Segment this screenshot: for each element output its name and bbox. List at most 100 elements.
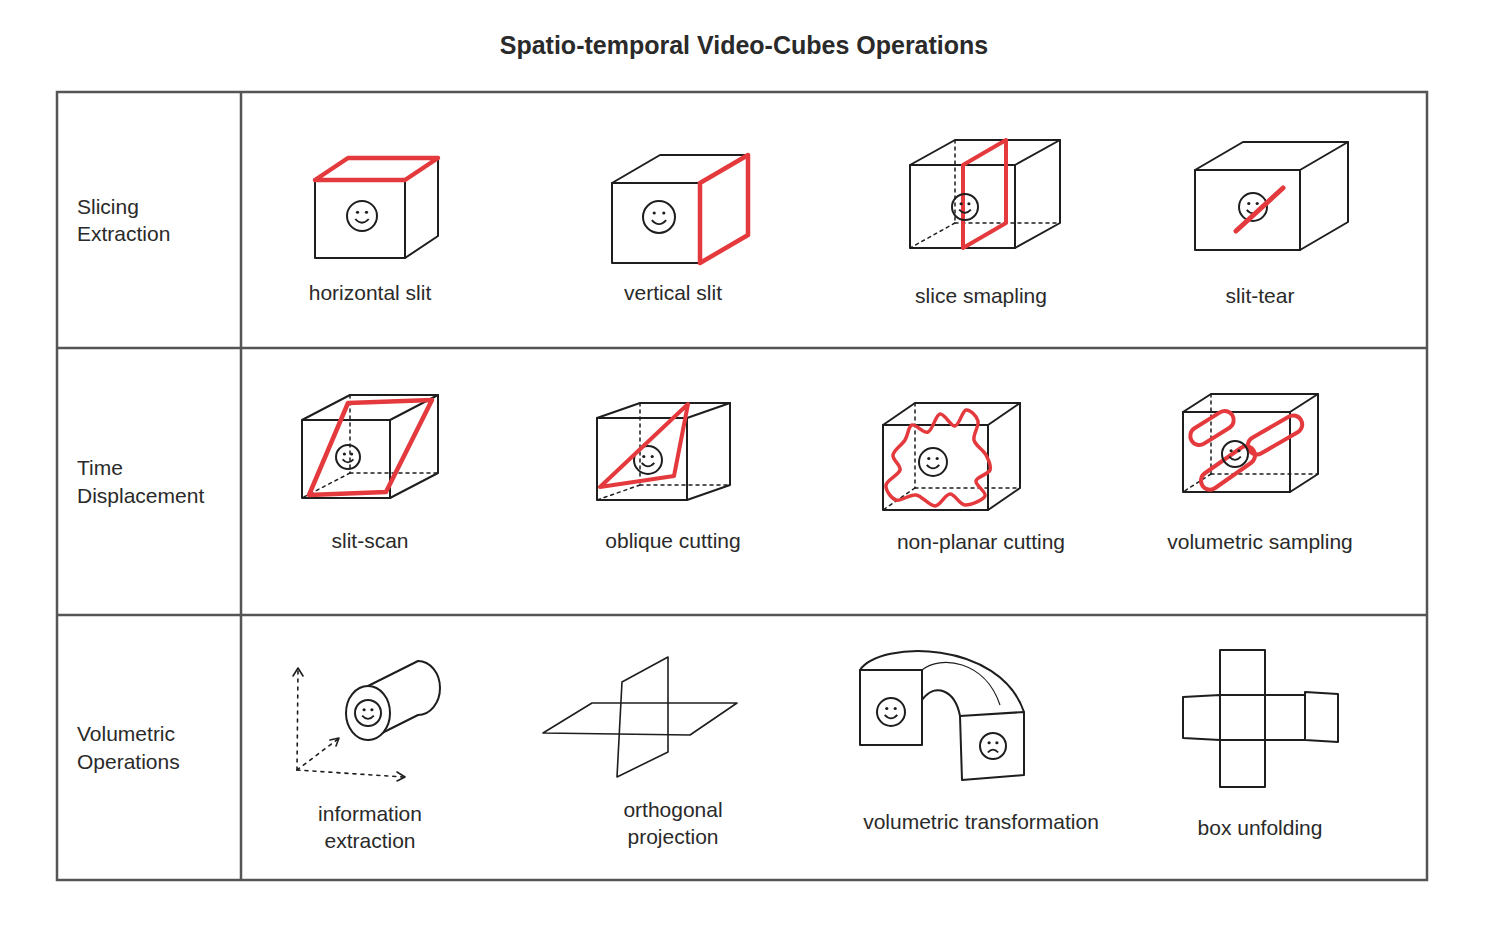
face-outline [355,700,381,726]
smiley-face [336,445,360,469]
operation-caption: information extraction [295,800,445,855]
bent-face [960,712,1024,780]
cube-edge [405,158,438,258]
axis-arrow [397,772,405,781]
operation-cell: volumetric transformation [834,615,1131,880]
cube-edge [315,180,405,258]
face-eye [936,457,939,460]
hidden-edge [915,487,1020,489]
face-mouth [355,219,369,223]
face-eye [653,211,656,214]
cylinder-end [346,686,390,740]
cube-edge [597,418,687,500]
video-cube [302,395,438,498]
operation-cell: volumetric sampling [1131,348,1428,615]
face-eye [365,211,368,214]
net-square [1265,695,1305,740]
smiley-face [919,448,947,476]
face-eye [1230,449,1233,452]
cylinder-edge [418,661,440,715]
operation-caption: slit-tear [1226,282,1295,309]
bent-edge [860,651,1024,712]
face-eye [363,708,366,711]
cube-edge [1195,142,1348,170]
hidden-edge [640,484,730,486]
hidden-edge [1210,394,1212,474]
face-mouth [1229,457,1241,460]
table-rule [57,347,1427,350]
operation-caption: slice smapling [915,282,1047,309]
axis-arrow [330,738,339,746]
red-slit [1236,188,1283,231]
face-eye [1256,202,1259,205]
face-eye [988,741,991,744]
video-cube [1195,142,1348,250]
red-slice [315,158,438,180]
face-eye [642,455,645,458]
face-outline [643,201,675,233]
row-header-cell: Slicing Extraction [57,92,241,348]
net-square [1220,650,1265,695]
volumetric-transformation-sketch [860,651,1024,780]
smiley-face [877,698,905,726]
face-outline [877,698,905,726]
video-cube [910,140,1060,248]
face-eye [885,707,888,710]
box-unfolding-sketch [1183,650,1338,787]
face-outline [952,194,978,220]
video-cube [315,158,438,258]
operation-caption: vertical slit [624,279,722,306]
face-eye [1237,449,1240,452]
orthogonal-projection-sketch [543,657,737,777]
face-eye [370,708,373,711]
cube-edge [1015,140,1060,248]
net-square [1305,692,1338,742]
row-header: Volumetric Operations [77,720,227,775]
cylinder-edge [368,661,418,686]
frown-face [980,733,1006,759]
face-outline [980,733,1006,759]
cube-edge [390,395,438,498]
axis-line [297,770,403,777]
face-eye [350,452,353,455]
diagram-title: Spatio-temporal Video-Cubes Operations [0,30,1488,60]
hidden-edge [954,140,956,223]
operation-cell: slit-tear [1131,92,1428,348]
axis-line [297,670,298,770]
row-header-cell: Volumetric Operations [57,615,241,880]
horizontal-slit-sketch [315,158,438,258]
cube-edge [988,403,1020,510]
face-eye [356,211,359,214]
video-cube [612,155,748,263]
operation-caption: horizontal slit [309,279,432,306]
face-mouth [642,463,655,467]
row-header: Time Displacement [77,454,227,509]
hidden-edge [914,403,916,488]
slice-sampling-sketch [910,140,1060,248]
oblique-cutting-sketch [597,403,730,500]
cube-edge [1290,394,1318,492]
face-eye [967,202,970,205]
axis-arrow [293,668,303,676]
cube-edge [700,155,748,263]
face-mouth [362,716,374,719]
cube-edge [597,403,730,418]
red-slice [309,400,432,495]
video-cube [883,403,1020,510]
operation-cell: information extraction [241,615,538,880]
slit-tear-sketch [1195,142,1348,250]
vertical-slit-sketch [612,155,748,263]
net-square [1183,695,1220,740]
face-outline [347,201,377,231]
projection-plane [543,703,737,735]
smiley-face [952,194,978,220]
operation-cell: box unfolding [1131,615,1428,880]
operation-cell: horizontal slit [241,92,538,348]
face-outline [919,448,947,476]
operation-caption: orthogonal projection [598,796,748,851]
smiley-face [347,201,377,231]
row-header: Slicing Extraction [77,193,227,248]
